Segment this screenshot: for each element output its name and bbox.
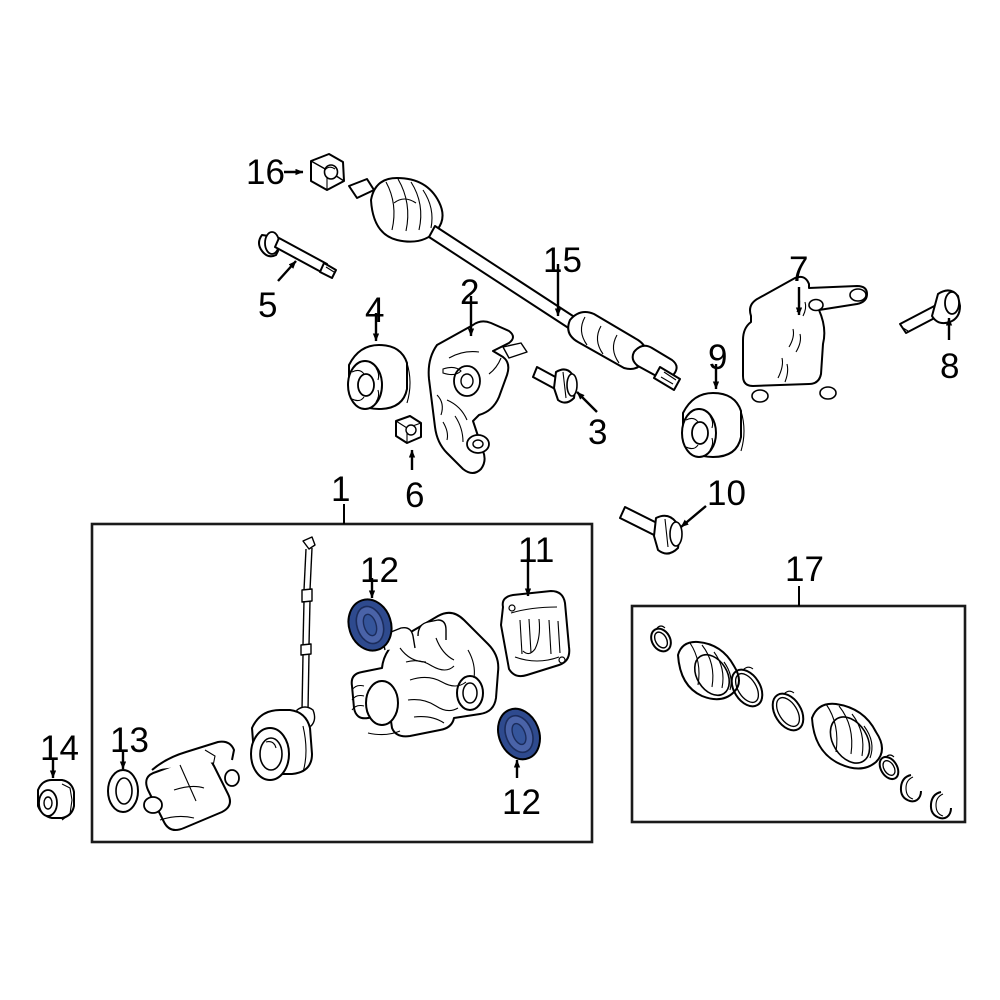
callout-label-1: 1 <box>331 470 351 509</box>
drain-fill-plug <box>37 779 75 821</box>
cv-boot-kit-contents <box>650 625 952 820</box>
differential-cover <box>500 590 571 678</box>
pinion-seal <box>107 769 139 813</box>
bushing-sleeve <box>250 709 313 781</box>
snap-ring-1 <box>899 774 922 803</box>
insulator-bushing-front <box>347 344 411 410</box>
callout-label-14: 14 <box>40 729 79 768</box>
cv-boot-inner <box>677 640 740 701</box>
flange-bolt <box>532 366 578 404</box>
callout-label-16: 16 <box>246 153 285 192</box>
half-shaft-assembly <box>348 177 681 391</box>
axle-shaft-seal-upper[interactable] <box>342 594 398 656</box>
boot-clamp-large-2 <box>771 690 805 732</box>
axle-hub-nut <box>310 153 345 191</box>
mounting-bolt-long <box>258 231 337 279</box>
boot-clamp-small-2 <box>878 754 900 781</box>
callout-label-6: 6 <box>405 476 425 515</box>
differential-mount-bracket <box>427 320 528 474</box>
callout-label-12-upper: 12 <box>360 551 399 590</box>
callout-label-11: 11 <box>518 531 555 570</box>
insulator-bushing-rear <box>681 392 745 458</box>
hex-nut <box>395 415 422 444</box>
callout-label-4: 4 <box>365 291 385 330</box>
differential-housing <box>350 611 500 738</box>
leader-5 <box>277 260 297 282</box>
callout-label-9: 9 <box>708 338 728 377</box>
electric-actuator <box>143 740 240 831</box>
callout-label-5: 5 <box>258 286 278 325</box>
flange-bolt-rear <box>619 506 683 555</box>
boot-clamp-large-1 <box>730 666 764 708</box>
leader-10 <box>680 505 707 528</box>
callout-label-15: 15 <box>543 241 582 280</box>
callout-label-3: 3 <box>588 413 608 452</box>
cv-boot-outer <box>811 702 883 770</box>
snap-ring-2 <box>929 791 952 820</box>
leader-3 <box>576 391 598 413</box>
boot-clamp-small <box>650 625 672 653</box>
callout-label-8: 8 <box>940 347 960 386</box>
callout-label-7: 7 <box>789 250 809 289</box>
callout-label-12-lower: 12 <box>502 783 541 822</box>
callout-label-17: 17 <box>785 550 824 589</box>
support-bracket <box>742 275 868 403</box>
bracket-bolt <box>899 289 961 334</box>
callout-label-2: 2 <box>460 273 480 312</box>
axle-shaft-seal-lower[interactable] <box>491 702 548 765</box>
callout-label-13: 13 <box>110 721 149 760</box>
callout-label-10: 10 <box>707 474 746 513</box>
